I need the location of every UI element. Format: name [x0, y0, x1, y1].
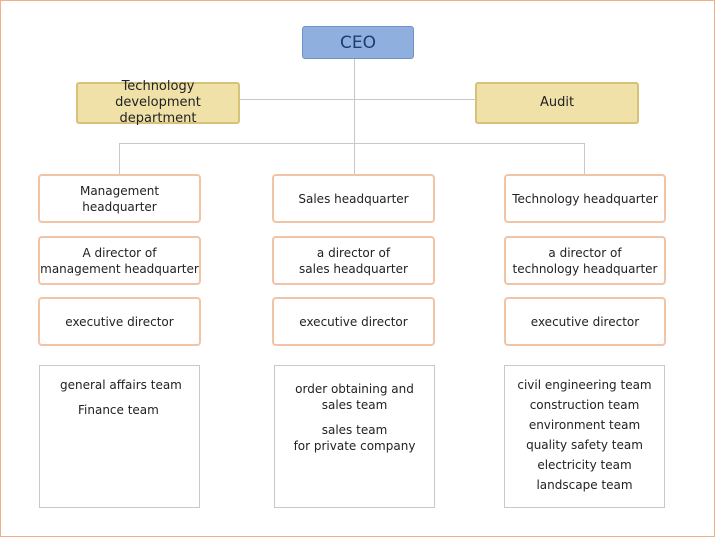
team-item: electricity team [537, 458, 632, 472]
technology-teams-box: civil engineering team construction team… [504, 365, 665, 508]
team-item: Finance team [78, 403, 159, 417]
management-executive-director-box: executive director [38, 297, 201, 346]
team-item: sales team [321, 423, 388, 437]
audit-box: Audit [475, 82, 639, 124]
sales-director-line-1: a director of [316, 245, 391, 260]
ceo-label: CEO [340, 32, 376, 53]
management-director-box: A director of management headquarter [38, 236, 201, 285]
team-item: civil engineering team [517, 378, 652, 392]
sales-director-box: a director of sales headquarter [272, 236, 435, 285]
management-headquarter-box: Management headquarter [38, 174, 201, 223]
management-teams-box: general affairs team Finance team [39, 365, 200, 508]
team-item: construction team [529, 398, 640, 412]
management-executive-director-label: executive director [65, 314, 174, 329]
sales-executive-director-box: executive director [272, 297, 435, 346]
team-item: sales team [321, 398, 388, 412]
sales-teams-box: order obtaining and sales team sales tea… [274, 365, 435, 508]
technology-director-line-1: a director of [548, 245, 622, 260]
team-item: for private company [293, 439, 416, 453]
team-item: quality safety team [526, 438, 643, 452]
team-item: order obtaining and [295, 382, 414, 396]
technology-director-box: a director of technology headquarter [504, 236, 666, 285]
technology-executive-director-label: executive director [530, 314, 640, 329]
sales-headquarter-label: Sales headquarter [298, 191, 409, 206]
audit-label: Audit [539, 95, 575, 110]
management-director-line-1: A director of [82, 245, 157, 260]
tech-dev-label-line-1: Technology [121, 79, 195, 94]
technology-development-department-box: Technology development department [76, 79, 240, 126]
sales-director-line-2: sales headquarter [299, 261, 408, 276]
management-headquarter-line-2: headquarter [82, 199, 157, 214]
team-item: environment team [528, 418, 641, 432]
technology-director-line-2: technology headquarter [512, 261, 658, 276]
ceo-box: CEO [302, 26, 414, 59]
management-headquarter-line-1: Management [79, 183, 160, 198]
technology-headquarter-box: Technology headquarter [504, 174, 666, 223]
tech-dev-label-line-2: development department [115, 95, 201, 126]
management-director-line-2: management headquarter [40, 261, 199, 276]
sales-executive-director-label: executive director [299, 314, 408, 329]
technology-executive-director-box: executive director [504, 297, 666, 346]
technology-headquarter-label: Technology headquarter [512, 191, 658, 206]
team-item: landscape team [536, 478, 633, 492]
sales-headquarter-box: Sales headquarter [272, 174, 435, 223]
team-item: general affairs team [60, 378, 182, 392]
